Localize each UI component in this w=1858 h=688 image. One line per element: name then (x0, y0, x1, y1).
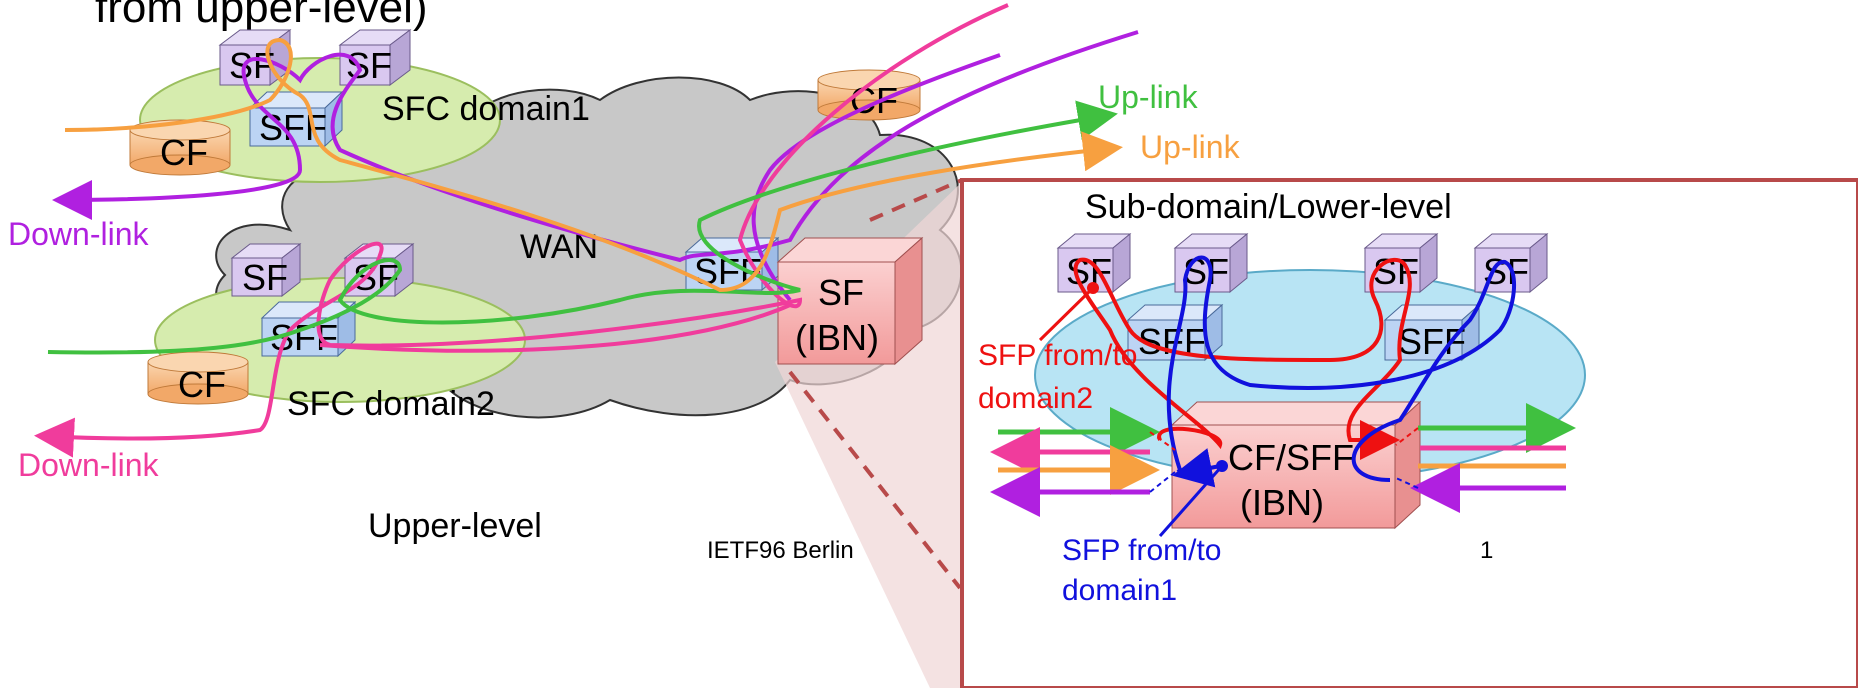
red-sfp (1073, 257, 1412, 460)
ibn-sf-box: SF (IBN) (776, 236, 924, 366)
orange-flow (64, 37, 1123, 293)
upper-flows (34, 3, 1139, 458)
slide-title-fragment: from upper-level) (95, 0, 428, 32)
downlink-purple-label: Down-link (8, 216, 149, 252)
svg-text:(IBN): (IBN) (1240, 482, 1324, 523)
svg-text:SFF: SFF (1398, 321, 1466, 362)
uplink-orange-label: Up-link (1140, 129, 1241, 165)
ibn-sf-label-line1: SF (818, 272, 864, 313)
lower-io-arrows (990, 403, 1576, 517)
ibn-sf-label-line2: (IBN) (795, 317, 879, 358)
domain2-cf-label: CF (178, 364, 226, 405)
lower-level-title: Sub-domain/Lower-level (1085, 188, 1452, 226)
wan-cf-label: CF (850, 80, 898, 121)
red-sfp-pointer (1038, 286, 1095, 342)
upper-level-label: Upper-level (368, 507, 542, 545)
blue-sfp-pointer (1158, 465, 1224, 537)
domain1-cf-label: CF (160, 132, 208, 173)
sfc-domain2-label: SFC domain2 (287, 385, 495, 423)
svg-text:SF: SF (1483, 251, 1529, 292)
domain1-sff: SFF (248, 90, 344, 148)
domain2-sff: SFF (260, 300, 357, 358)
domain2-cf: CF (147, 351, 249, 405)
lower-flows (1038, 255, 1517, 537)
lower-cfsff-ibn: CF/SFF (IBN) (1170, 400, 1422, 530)
sfc-domain1-label: SFC domain1 (382, 90, 590, 128)
domain1-cf: CF (129, 119, 231, 176)
downlink-pink-label: Down-link (18, 447, 159, 483)
slide-footer: IETF96 Berlin (707, 537, 854, 564)
svg-text:SF: SF (1373, 251, 1419, 292)
sfp-blue-label-line2: domain1 (1062, 574, 1177, 607)
sfp-blue-label-line1: SFP from/to (1062, 534, 1222, 567)
domain2-sf-left-label: SF (242, 257, 288, 298)
green-flow (47, 100, 1118, 355)
pink-flow (34, 3, 1009, 458)
lower-sf-1: SF (1056, 232, 1132, 294)
domain2-sf-left: SF (230, 242, 302, 298)
domain1-sf-right: SF (338, 29, 412, 86)
purple-flow (52, 30, 1139, 263)
sfp-red-label-line1: SFP from/to (978, 339, 1138, 372)
page-number: 1 (1480, 537, 1493, 564)
uplink-green-label: Up-link (1098, 79, 1199, 115)
zoom-line-bottom (788, 370, 962, 590)
svg-text:CF/SFF: CF/SFF (1228, 437, 1354, 478)
sfp-red-label-line2: domain2 (978, 382, 1093, 415)
zoom-line-top (869, 178, 963, 222)
